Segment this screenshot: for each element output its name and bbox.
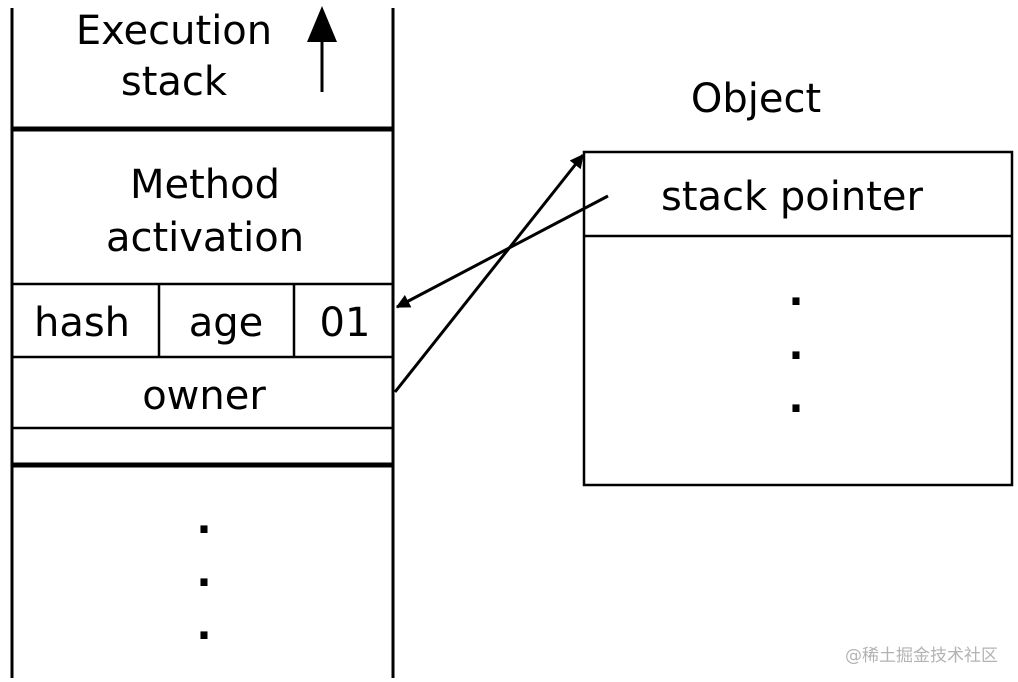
activation-label-line2: activation	[106, 215, 304, 261]
object-title: Object	[691, 76, 821, 122]
stack-pointer-to-lock-record-arrow	[395, 194, 609, 309]
age-cell: age	[189, 300, 264, 346]
owner-label: owner	[142, 373, 266, 419]
object-dot: ·	[788, 386, 803, 432]
object-header-label: stack pointer	[661, 174, 924, 220]
object-dot: ·	[788, 279, 803, 325]
stack-dot: ·	[196, 613, 211, 659]
execution-stack: Execution stack Method activation hash a…	[10, 6, 395, 678]
stack-title-line2: stack	[121, 59, 228, 105]
stack-dot: ·	[196, 560, 211, 606]
watermark: @稀土掘金技术社区	[845, 646, 998, 666]
hash-cell: hash	[34, 300, 130, 346]
lock-bits-cell: 01	[320, 300, 371, 346]
activation-label-line1: Method	[130, 162, 280, 208]
stack-title-line1: Execution	[76, 8, 272, 54]
object-dot: ·	[788, 333, 803, 379]
stack-dot: ·	[196, 507, 211, 553]
object-box: Object stack pointer · · ·	[582, 76, 1014, 487]
up-arrow-icon	[307, 6, 337, 92]
owner-to-object-arrow	[393, 153, 585, 393]
object-rect	[582, 150, 1014, 487]
